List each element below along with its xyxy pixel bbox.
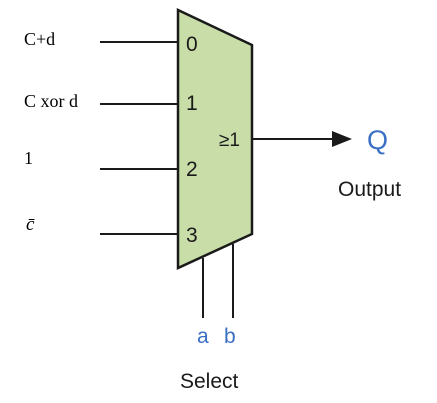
select-line-a: a — [197, 325, 209, 348]
pin-3-label: 3 — [186, 224, 198, 247]
select-line-b: b — [224, 325, 236, 348]
output-label: Output — [338, 178, 401, 201]
pin-2-label: 2 — [186, 158, 198, 181]
input-label-1: C xor d — [24, 91, 78, 111]
select-label: Select — [180, 370, 239, 393]
output-arrow-icon — [332, 131, 352, 147]
output-signal: Q — [367, 125, 388, 155]
pin-1-label: 1 — [186, 92, 198, 115]
input-label-0: C+d — [24, 29, 55, 49]
input-label-2: 1 — [24, 148, 33, 168]
mux-symbol: ≥1 — [219, 130, 240, 151]
input-label-3: c̄ — [26, 214, 35, 235]
mux-body — [176, 8, 254, 270]
pin-0-label: 0 — [186, 33, 198, 56]
